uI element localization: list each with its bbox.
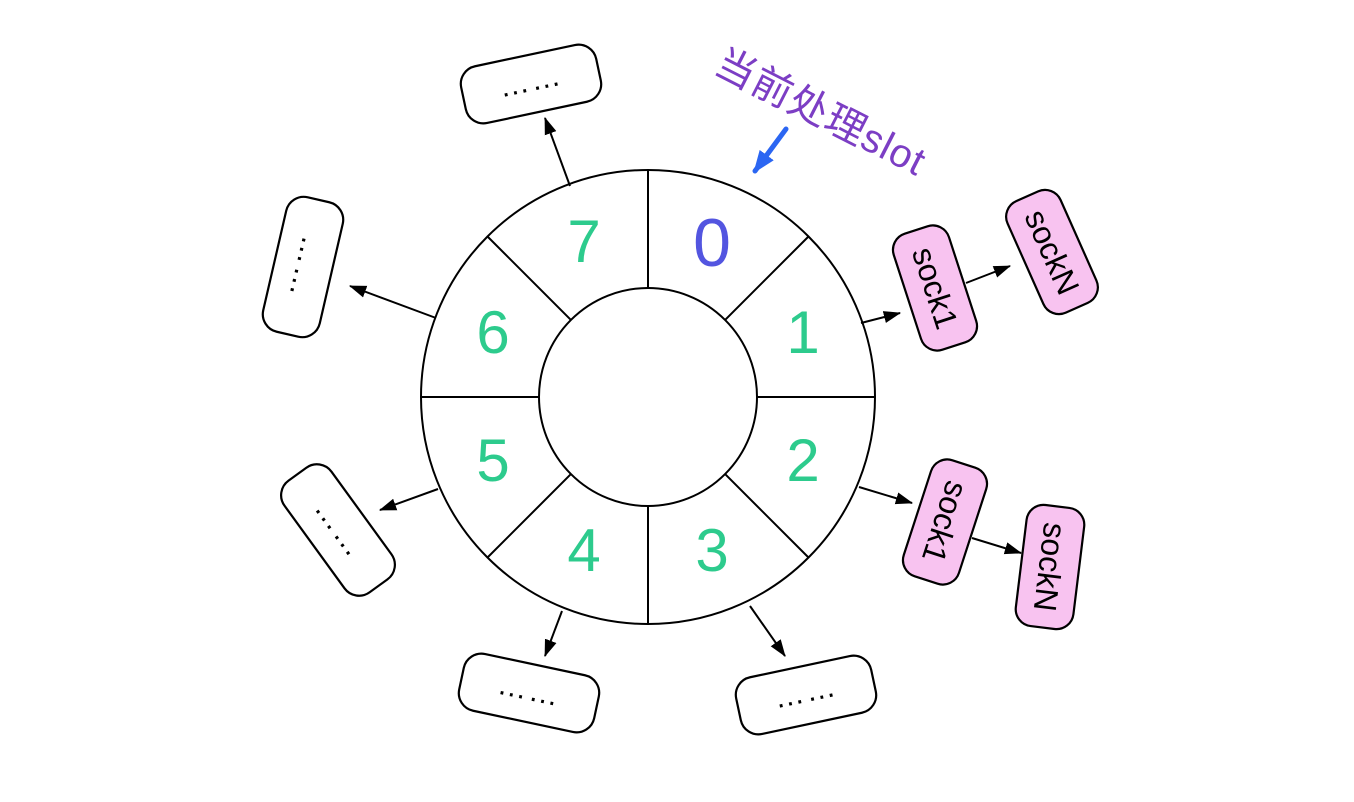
current-slot-arrow: [752, 126, 789, 174]
ellipsis-box-slot5: ……: [280, 463, 396, 597]
arrow-slot6-to-ellipsis: [348, 285, 437, 319]
sock-node-slot1-first: sock1: [891, 224, 979, 352]
sock-node-outline: [891, 224, 979, 352]
slot-label-3: 3: [695, 517, 728, 584]
slot-label-6: 6: [476, 299, 509, 366]
ellipsis-box-outline: [280, 463, 396, 597]
arrow-slot1-to-sock1: [860, 311, 902, 324]
sock-node-slot2-first: sock1: [901, 458, 989, 586]
slot-label-1: 1: [786, 299, 819, 366]
ellipsis-box-outline: [459, 43, 603, 125]
slot-label-4: 4: [567, 517, 600, 584]
ellipsis-box-outline: [734, 654, 878, 736]
slot-label-2: 2: [786, 427, 819, 494]
ellipsis-box-slot3: ……: [734, 654, 878, 736]
arrow-slot5-to-ellipsis: [378, 488, 439, 511]
ellipsis-box-slot4: ……: [457, 652, 601, 734]
wheel-hub-circle: [538, 287, 758, 507]
arrow-slot4-to-ellipsis: [544, 610, 563, 658]
slot-label-7: 7: [567, 208, 600, 275]
sock-node-slot1-last: sockN: [1005, 188, 1099, 316]
current-slot-annotation: 当前处理slot: [708, 41, 933, 185]
sock-node-outline: [1005, 188, 1099, 316]
ellipsis-box-slot7: ……: [459, 43, 603, 125]
slot-label-5: 5: [476, 427, 509, 494]
arrow-slot3-to-ellipsis: [749, 605, 786, 657]
slot-label-0: 0: [693, 205, 731, 281]
ellipsis-box-outline: [457, 652, 601, 734]
arrow-slot1-sock1-to-sockN: [965, 265, 1012, 284]
arrow-slot2-to-sock1: [858, 486, 914, 505]
arrow-slot7-to-ellipsis: [544, 116, 571, 187]
sock-node-outline: [901, 458, 989, 586]
arrow-slot2-sock1-to-sockN: [971, 537, 1023, 555]
ellipsis-box-slot6: ……: [261, 195, 345, 339]
sock-node-slot2-last: sockN: [1014, 503, 1086, 631]
sock-node-outline: [1014, 503, 1086, 631]
slot-dividers: [421, 170, 875, 624]
ellipsis-box-outline: [261, 195, 345, 339]
